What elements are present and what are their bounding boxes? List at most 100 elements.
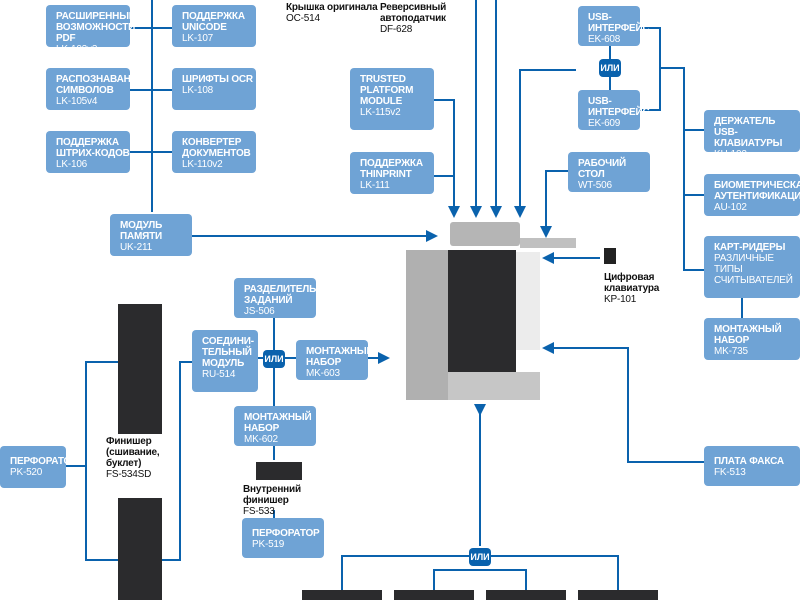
label-title: Крышка оригинала [286, 2, 378, 13]
option-title: аутентификация [714, 191, 800, 202]
option-model: LK-102v3 [56, 44, 98, 55]
option-title: набор [714, 335, 750, 346]
option-title: набор [306, 357, 342, 368]
option-model: AU-102 [714, 202, 747, 213]
option-model: RU-514 [202, 369, 236, 380]
label-title: Реверсивный [380, 2, 447, 13]
option-title: заданий [244, 295, 293, 306]
option-box-unicode[interactable]: Поддержка Unicode LK-107 [172, 5, 256, 47]
option-box-mk603[interactable]: Монтажный набор MK-603 [296, 340, 374, 380]
option-title: Рабочий стол [578, 158, 626, 180]
option-box-pk519[interactable]: Перфоратор PK-519 [242, 518, 324, 558]
option-title: модуль [202, 358, 245, 369]
option-box-barcode[interactable]: Поддержка штрих-кодов LK-106 [46, 131, 130, 173]
option-title: Поддержка [182, 11, 245, 22]
option-box-memory[interactable]: Модуль памяти UK-211 [110, 214, 192, 256]
finisher-illustration [118, 304, 162, 434]
mfp-device-illustration [380, 222, 580, 402]
option-title: Unicode [182, 22, 227, 33]
option-box-worktable[interactable]: Рабочий стол WT-506 [568, 152, 650, 192]
option-model: WT-506 [578, 180, 612, 191]
label-model: DF-628 [380, 24, 413, 35]
option-title: штрих-кодов [56, 148, 130, 159]
finisher-illustration-2 [118, 498, 162, 600]
option-model: LK-115v2 [360, 107, 401, 118]
label-keypad: Цифровая клавиатура KP-101 [604, 272, 659, 305]
option-box-biometric[interactable]: Биометрическая аутентификация AU-102 [704, 174, 800, 216]
option-box-pk520[interactable]: Перфоратор PK-520 [0, 446, 78, 488]
option-model: FK-513 [714, 467, 746, 478]
paper-tray-3 [486, 590, 566, 600]
label-title: Финишер [106, 436, 152, 447]
option-title: Монтажный [306, 346, 374, 357]
option-model: JS-506 [244, 306, 275, 317]
option-title: Модуль [120, 220, 163, 231]
option-box-ocr-fonts[interactable]: Шрифты OCR LK-108 [172, 68, 256, 110]
option-model: MK-603 [306, 368, 340, 379]
option-model: LK-111 [360, 180, 390, 191]
option-title: памяти [120, 231, 163, 242]
label-title: буклет) [106, 458, 142, 469]
option-model: PK-519 [252, 539, 285, 550]
option-box-mk602[interactable]: Монтажный набор MK-602 [234, 406, 316, 446]
option-title: Module [360, 96, 403, 107]
option-model: EK-609 [588, 118, 621, 129]
label-model: FS-533 [243, 506, 275, 517]
option-title: Конвертер [182, 137, 242, 148]
paper-tray-1 [302, 590, 382, 600]
option-model: LK-106 [56, 159, 88, 170]
label-title: автоподатчик [380, 13, 446, 24]
option-title: Монтажный [714, 324, 782, 335]
option-title: интерфейс [588, 107, 650, 118]
option-box-tpm[interactable]: Trusted Platform Module LK-115v2 [350, 68, 434, 130]
option-title: USB-клавиатуры [714, 127, 783, 149]
option-title: USB- [588, 12, 612, 23]
option-box-kb-holder[interactable]: Держатель USB-клавиатуры KH-102 [704, 110, 800, 160]
option-title: Поддержка [56, 137, 119, 148]
option-title: ThinPrint [360, 169, 412, 180]
label-original-cover: Крышка оригинала OC-514 [286, 2, 378, 24]
option-box-pdf[interactable]: Расширенные возможности PDF LK-102v3 [46, 5, 136, 55]
option-title: тельный [202, 347, 252, 358]
option-box-job-separator[interactable]: Разделитель заданий JS-506 [234, 278, 316, 318]
option-model: PK-520 [10, 467, 43, 478]
option-title: Platform [360, 85, 414, 96]
label-title: Цифровая [604, 272, 655, 283]
option-model: LK-107 [182, 33, 214, 44]
inner-finisher-illustration [256, 462, 302, 480]
option-title: Распознавание [56, 74, 145, 85]
option-title: Плата факса [714, 456, 784, 467]
option-title: документов [182, 148, 251, 159]
label-title: финишер [243, 495, 289, 506]
option-box-relay-unit[interactable]: Соедини- тельный модуль RU-514 [192, 330, 258, 392]
paper-tray-2 [394, 590, 474, 600]
option-title: Шрифты OCR [182, 74, 253, 85]
option-box-card-readers[interactable]: Карт-ридеры различные типы считывателей [704, 236, 800, 298]
or-badge: или [599, 59, 621, 77]
label-model: OC-514 [286, 13, 320, 24]
option-title: Разделитель [244, 284, 317, 295]
option-model: UK-211 [120, 242, 152, 253]
label-title: Внутренний [243, 484, 301, 495]
option-box-ocr-recognition[interactable]: Распознавание символов LK-105v4 [46, 68, 145, 110]
option-box-fax[interactable]: Плата факса FK-513 [704, 446, 800, 486]
option-model: LK-110v2 [182, 159, 223, 170]
label-adf: Реверсивный автоподатчик DF-628 [380, 2, 446, 35]
option-box-converter[interactable]: Конвертер документов LK-110v2 [172, 131, 256, 173]
option-model: LK-105v4 [56, 96, 98, 107]
option-title: Монтажный [244, 412, 312, 423]
option-title: Перфоратор [252, 528, 320, 539]
option-model: LK-108 [182, 85, 214, 96]
keypad-illustration [604, 248, 616, 264]
option-title: Расширенные [56, 11, 136, 22]
option-box-mk735[interactable]: Монтажный набор MK-735 [704, 318, 800, 360]
option-subtitle: считывателей [714, 275, 793, 286]
option-subtitle: типы [714, 264, 743, 275]
option-box-usb-ek608[interactable]: USB- интерфейс EK-608 [578, 6, 650, 46]
option-subtitle: различные [714, 253, 774, 264]
option-title: Поддержка [360, 158, 423, 169]
option-model: MK-602 [244, 434, 278, 445]
option-box-thinprint[interactable]: Поддержка ThinPrint LK-111 [350, 152, 434, 194]
option-box-usb-ek609[interactable]: USB- интерфейс EK-609 [578, 90, 650, 130]
or-badge: или [263, 350, 285, 368]
